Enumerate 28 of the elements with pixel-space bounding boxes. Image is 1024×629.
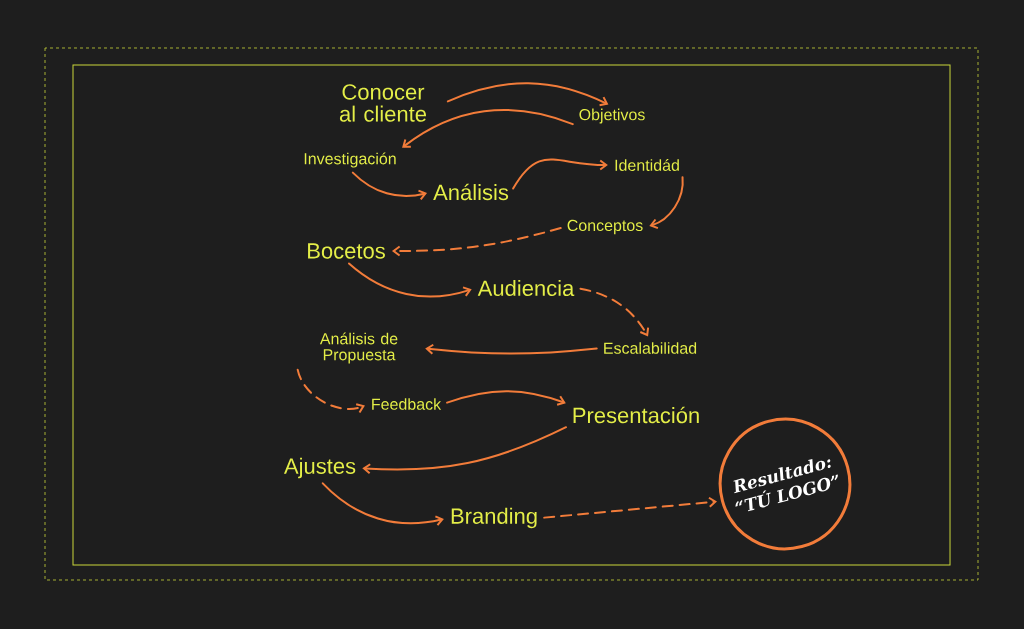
step-label: Presentación (573, 406, 699, 424)
arrow (543, 496, 717, 519)
arrow (348, 262, 472, 298)
step-label: Objetivos (579, 108, 645, 124)
arrow (425, 343, 598, 355)
arrow (579, 287, 650, 337)
step-label: Ajustes (284, 457, 356, 479)
step-label: Feedback (372, 398, 442, 410)
step-label: Investigación (304, 152, 396, 168)
arrow (402, 109, 574, 148)
step-label: Branding (451, 507, 537, 529)
step-label: Bocetos (308, 243, 385, 259)
arrow (512, 158, 608, 190)
step-label: Identidád (615, 159, 679, 171)
step-label: Análisis (433, 183, 509, 201)
step-label: Conocer al cliente (339, 84, 427, 122)
step-label: Audiencia (477, 279, 575, 297)
arrow (362, 426, 567, 475)
arrow (296, 368, 365, 414)
arrow (446, 390, 566, 406)
step-label: Escalabilidad (604, 342, 697, 354)
step-label: Análisis de Propuesta (319, 332, 398, 364)
arrow (446, 82, 609, 107)
arrow (391, 227, 562, 257)
step-label: Conceptos (567, 219, 643, 235)
arrow (351, 171, 428, 201)
arrow (649, 176, 684, 230)
arrow (321, 482, 444, 527)
